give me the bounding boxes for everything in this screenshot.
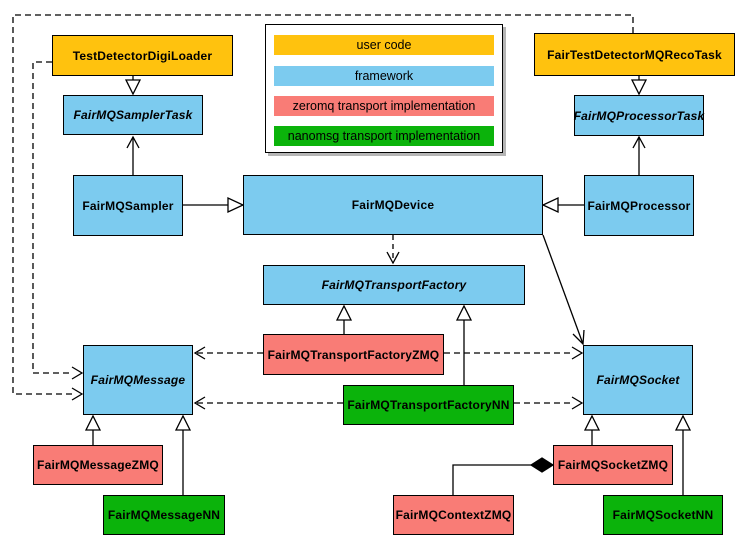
node-fairmqtransportfactory: FairMQTransportFactory: [263, 265, 525, 305]
node-fairmqsocket: FairMQSocket: [583, 345, 693, 415]
node-fairtestdetectormqrecotask: FairTestDetectorMQRecoTask: [534, 33, 735, 76]
edge-socketzmq-socket-inheritance: [583, 414, 601, 445]
node-fairmqtransportfactoryzmq: FairMQTransportFactoryZMQ: [263, 334, 444, 375]
node-fairmqmessagezmq: FairMQMessageZMQ: [33, 445, 163, 485]
edge-recotask-processortask-inheritance: [630, 76, 648, 96]
node-fairmqsampler: FairMQSampler: [73, 175, 183, 236]
node-fairmqsamplertask: FairMQSamplerTask: [63, 95, 203, 135]
edge-recotask-message-dependency: [12, 14, 634, 401]
edge-socketnn-socket-inheritance: [674, 414, 692, 495]
edge-digiloader-samplertask-inheritance: [124, 76, 142, 96]
node-fairmqmessagenn: FairMQMessageNN: [103, 495, 225, 535]
legend-label-nanomsg: nanomsg transport implementation: [287, 129, 481, 143]
edge-processor-processortask-association: [632, 135, 646, 175]
edge-tfnn-message-dependency: [193, 396, 343, 410]
legend-label-zeromq: zeromq transport implementation: [292, 99, 476, 113]
edge-digiloader-message-dependency: [32, 61, 84, 380]
edge-tfnn-transportfactory-inheritance: [455, 304, 473, 385]
legend-label-framework: framework: [354, 69, 414, 83]
edge-tfzmq-message-dependency: [193, 346, 263, 360]
node-fairmqcontextzmq: FairMQContextZMQ: [393, 495, 514, 535]
edge-messagezmq-message-inheritance: [84, 414, 102, 445]
legend-item-framework: framework: [274, 66, 494, 86]
edge-processor-device-inheritance: [541, 196, 584, 214]
legend-item-user-code: user code: [274, 35, 494, 55]
legend-item-zeromq: zeromq transport implementation: [274, 96, 494, 116]
legend-item-nanomsg: nanomsg transport implementation: [274, 126, 494, 146]
edge-device-transportfactory-dependency: [386, 235, 400, 265]
legend-label-user-code: user code: [356, 38, 412, 52]
edge-tfzmq-socket-dependency: [444, 346, 584, 360]
edge-tfzmq-transportfactory-inheritance: [335, 304, 353, 334]
legend: user code framework zeromq transport imp…: [265, 24, 503, 153]
node-fairmqprocessortask: FairMQProcessorTask: [574, 95, 704, 136]
edge-device-socket-association: [542, 234, 585, 346]
node-fairmqsocketnn: FairMQSocketNN: [603, 495, 723, 535]
node-fairmqprocessor: FairMQProcessor: [584, 175, 694, 236]
edge-sampler-device-inheritance: [183, 196, 245, 214]
node-fairmqsocketzmq: FairMQSocketZMQ: [553, 445, 673, 485]
node-fairmqtransportfactorynn: FairMQTransportFactoryNN: [343, 385, 514, 425]
edge-messagenn-message-inheritance: [174, 414, 192, 495]
edge-contextzmq-socketzmq-composition: [452, 457, 555, 495]
node-fairmqmessage: FairMQMessage: [83, 345, 193, 415]
node-testdetectordigiloader: TestDetectorDigiLoader: [52, 35, 233, 76]
edge-sampler-samplertask-association: [126, 135, 140, 175]
node-fairmqdevice: FairMQDevice: [243, 175, 543, 235]
edge-tfnn-socket-dependency: [514, 396, 584, 410]
